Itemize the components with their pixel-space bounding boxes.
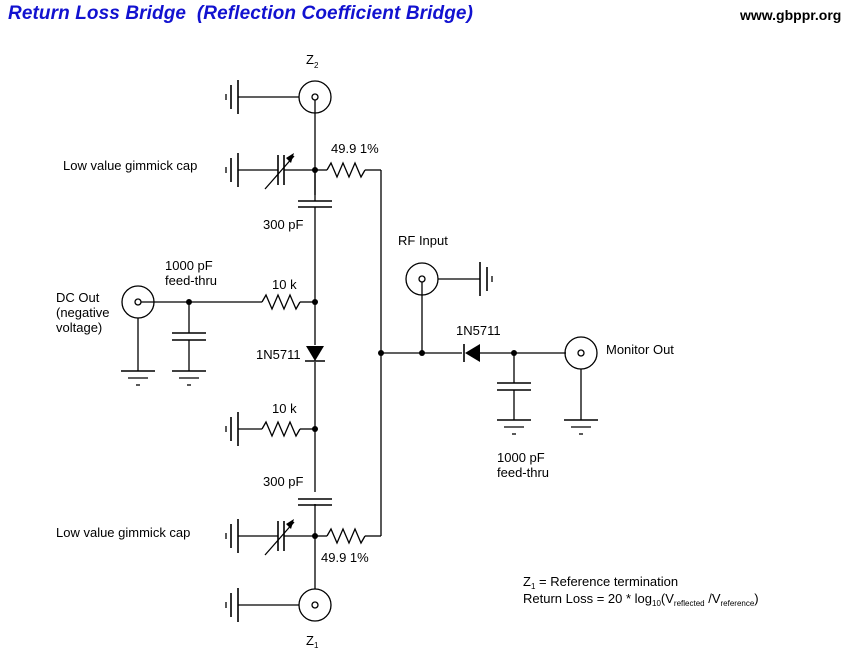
ground-icon	[564, 419, 598, 435]
gimmick-cap-top-label: Low value gimmick cap	[63, 158, 197, 173]
dc-out-label: DC Out (negative voltage)	[56, 290, 113, 335]
junction-dot	[312, 426, 318, 432]
resistor-dc-label: 10 k	[272, 277, 297, 292]
diode-icon	[463, 344, 480, 362]
resistor-icon	[261, 420, 301, 438]
page-title: Return Loss Bridge (Reflection Coefficie…	[8, 3, 474, 24]
z1-label: Z1	[306, 633, 319, 650]
feedthru-right-label: 1000 pF feed-thru	[497, 450, 549, 480]
capacitor-icon	[497, 382, 531, 391]
capacitor-icon	[298, 200, 332, 208]
chassis-ground-icon	[225, 588, 239, 622]
rf-input-label: RF Input	[398, 233, 448, 248]
chassis-ground-icon	[225, 412, 239, 446]
resistor-lower-label: 10 k	[272, 401, 297, 416]
website-label: www.gbppr.org	[740, 7, 842, 23]
variable-capacitor-icon	[264, 153, 295, 190]
resistor-bottom-label: 49.9 1%	[321, 550, 369, 565]
monitor-out-label: Monitor Out	[606, 342, 674, 357]
z1-connector	[298, 588, 332, 622]
ground-icon	[497, 419, 531, 435]
ground-icon	[172, 370, 206, 386]
capacitor-icon	[298, 498, 332, 506]
resistor-icon	[326, 527, 366, 545]
diode-center-label: 1N5711	[256, 347, 301, 362]
diode-icon	[305, 346, 325, 362]
z2-label: Z2	[306, 52, 319, 70]
chassis-ground-icon	[225, 80, 239, 114]
chassis-ground-icon	[225, 153, 239, 187]
gimmick-cap-bottom-label: Low value gimmick cap	[56, 525, 190, 540]
capacitor-icon	[172, 332, 206, 341]
variable-capacitor-icon	[264, 519, 295, 556]
chassis-ground-icon	[479, 262, 493, 296]
resistor-icon	[261, 293, 301, 311]
ground-icon	[121, 370, 155, 386]
cap-top-label: 300 pF	[263, 217, 304, 232]
cap-bottom-label: 300 pF	[263, 474, 304, 489]
note-return-loss-formula: Return Loss = 20 * log10(Vreflected /Vre…	[523, 591, 759, 608]
diode-right-label: 1N5711	[456, 323, 501, 338]
note-reference-termination: Z1 = Reference termination	[523, 574, 678, 591]
resistor-top-label: 49.9 1%	[331, 141, 379, 156]
resistor-icon	[326, 161, 366, 179]
junction-dot	[312, 299, 318, 305]
chassis-ground-icon	[225, 519, 239, 553]
monitor-out-connector	[564, 336, 598, 370]
feedthru-left-label: 1000 pF feed-thru	[165, 258, 217, 288]
